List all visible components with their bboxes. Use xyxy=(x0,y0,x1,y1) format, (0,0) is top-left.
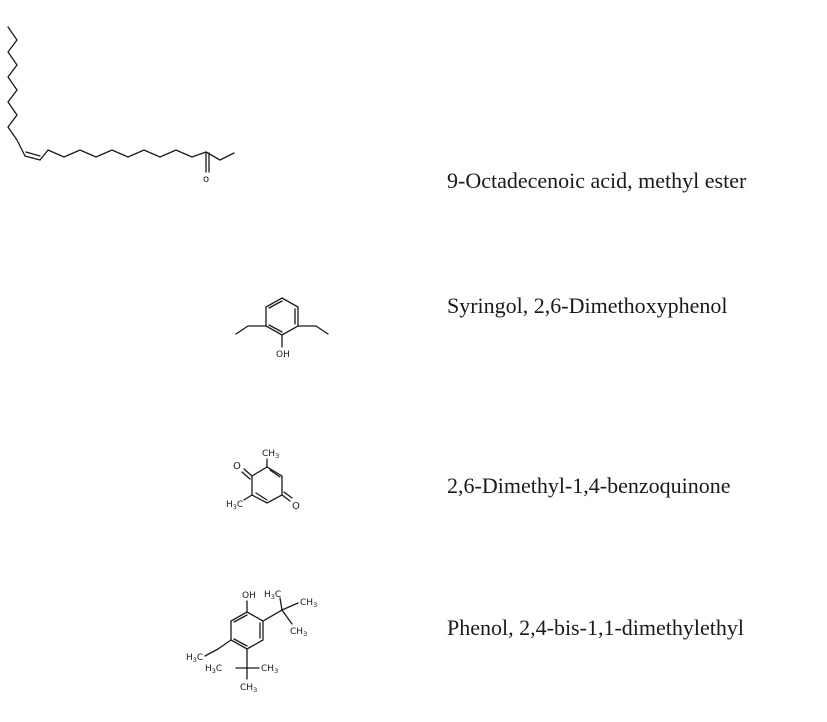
carbonyl-bond-bottom xyxy=(281,494,291,502)
compound-name-4: Phenol, 2,4-bis-1,1-dimethylethyl xyxy=(447,615,744,640)
ring-double-bond-1 xyxy=(268,300,283,309)
ester-oxygen-methyl xyxy=(205,151,235,161)
carbonyl-bond-top-inner xyxy=(241,471,251,480)
ring-double-bond-3 xyxy=(268,324,283,333)
methoxy-right xyxy=(297,325,329,335)
oxo-top-label: O xyxy=(233,461,241,472)
alkyl-chain-lower xyxy=(39,149,207,161)
tbu1-methyl-c-label: CH3 xyxy=(290,627,307,638)
ring-double-bond-bottom xyxy=(255,492,268,501)
compound-name-3: 2,6-Dimethyl-1,4-benzoquinone xyxy=(447,473,731,498)
tbu2-methyl-a-label: H3C xyxy=(205,664,222,675)
hydroxyl-label: OH xyxy=(242,591,256,601)
tbu1-methyl-a-bond xyxy=(279,597,283,611)
compound-name-2: Syringol, 2,6-Dimethoxyphenol xyxy=(447,293,728,318)
tbu1-methyl-b-label: CH3 xyxy=(300,598,317,609)
methyl-top-label: CH3 xyxy=(262,449,279,460)
ring-double-bond-2 xyxy=(233,614,248,623)
carbonyl-oxygen-label: o xyxy=(203,174,209,185)
methoxy-left xyxy=(235,325,267,335)
ring-double-bond-3 xyxy=(233,638,248,647)
cis-double-bond-inner xyxy=(25,151,41,157)
methyl-left-label: H3C xyxy=(226,500,243,511)
tbu1-methyl-b-bond xyxy=(281,602,299,611)
carbonyl-bond-top xyxy=(243,468,253,477)
methyl-bond-left xyxy=(243,494,253,501)
compound-name-1: 9-Octadecenoic acid, methyl ester xyxy=(447,168,747,193)
phenol-ring xyxy=(230,611,264,650)
hydroxyl-label: OH xyxy=(276,350,290,360)
tbu1-methyl-a-label: H3C xyxy=(264,590,281,601)
tbu2-methyl-b-label: CH3 xyxy=(261,664,278,675)
ethyl-methyl-label: H3C xyxy=(186,653,203,664)
ethyl-group xyxy=(204,639,232,657)
tbu1-bond xyxy=(262,609,283,622)
tbu1-methyl-c-bond xyxy=(281,609,293,625)
ring-double-bond-top xyxy=(269,469,281,478)
oxo-bottom-label: O xyxy=(292,501,300,512)
carbonyl-bond-bottom-inner xyxy=(283,491,293,499)
tbu2-methyl-c-label: CH3 xyxy=(240,683,257,694)
cis-double-bond xyxy=(24,155,41,161)
alkyl-chain-upper xyxy=(7,26,26,157)
